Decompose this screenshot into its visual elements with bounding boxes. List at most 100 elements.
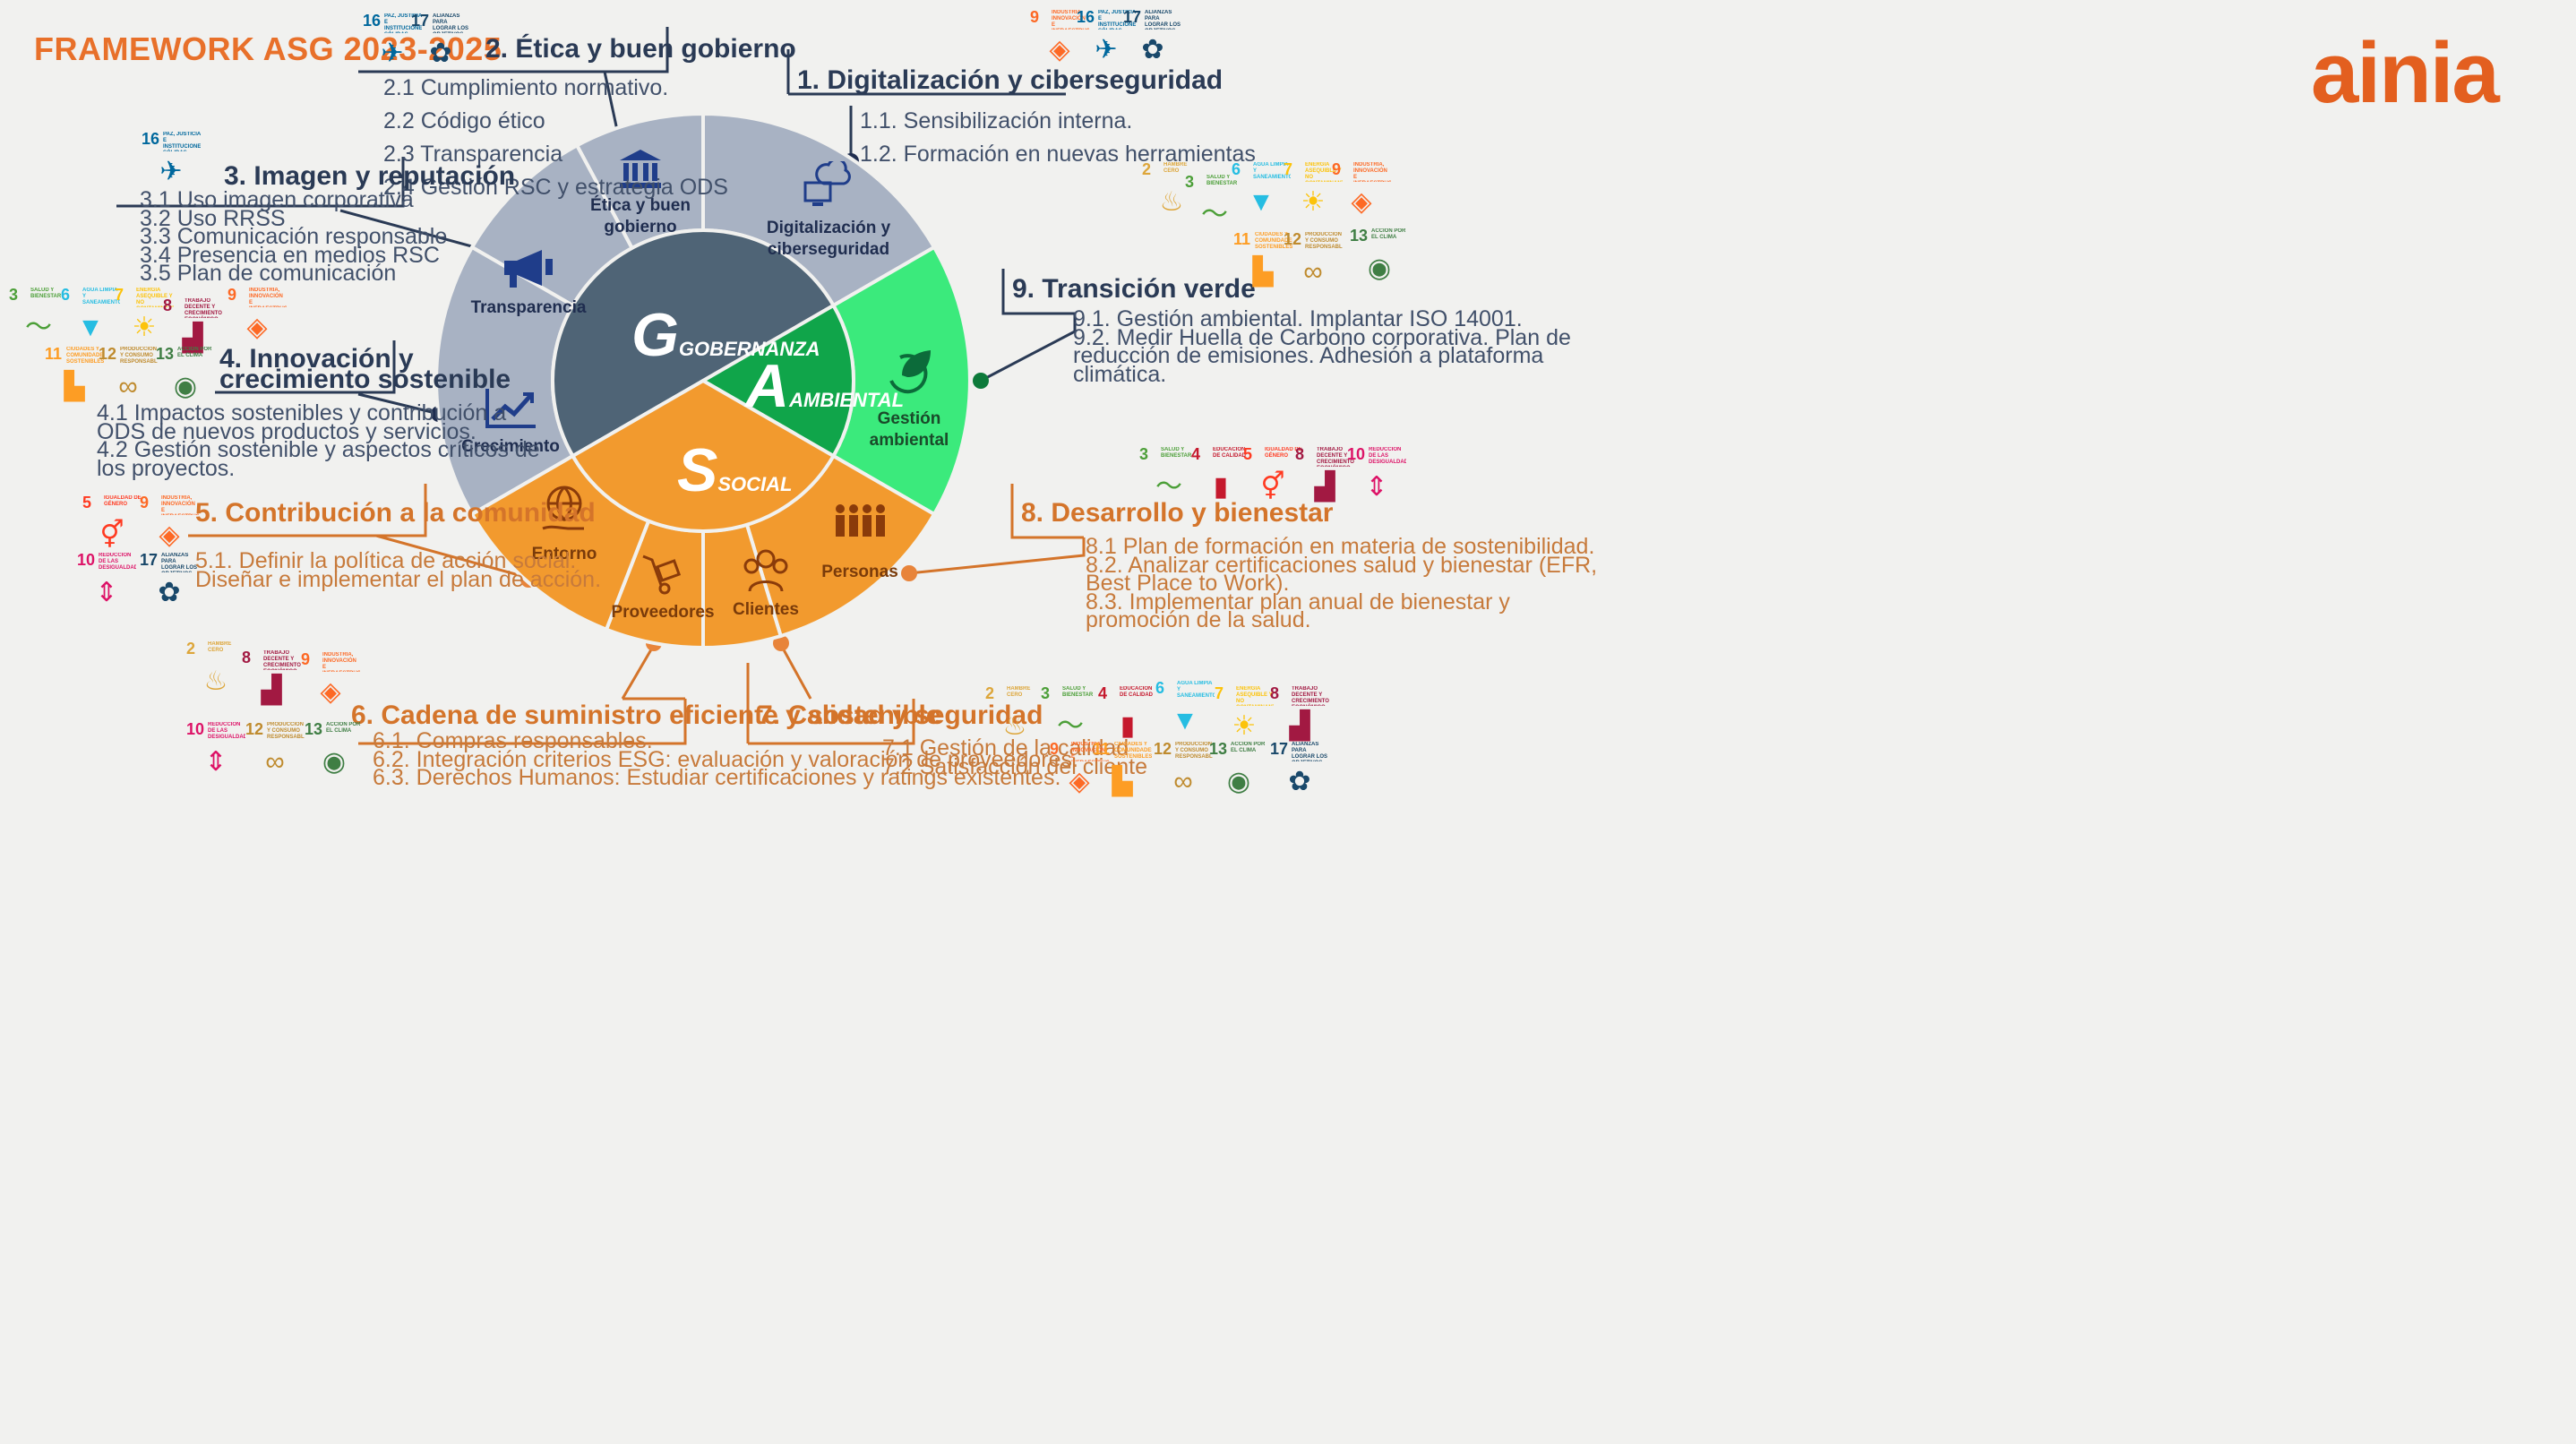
ainia-logo: ainia [2311,25,2500,121]
sdg-number: 6 [1232,160,1241,178]
sdg-number: 13 [305,720,323,738]
page-title: FRAMEWORK ASG 2023-2025 [34,30,502,67]
sdg-7-badge: 7 ENERGÍA ASEQUIBLE Y NO CONTAMINANTE ☀ [1215,685,1275,746]
sdg-number: 17 [1123,8,1142,26]
s6-title: 6. Cadena de suministro eficiente y sost… [351,701,941,730]
sdg-number: 8 [1270,684,1280,702]
sdg-label: HAMBRE CERO [208,641,232,653]
sdg-label: HAMBRE CERO [1163,162,1188,174]
gender-icon: ⚥ [1260,472,1285,502]
sdg-number: 3 [1139,445,1149,463]
infinity-icon: ∞ [265,747,285,777]
growth-chart-icon: ▟ [1314,472,1335,502]
sdg-number: 16 [363,12,382,30]
sdg-label: INDUSTRIA, INNOVACIÓN E INFRAESTRUCTURA [1052,10,1089,30]
sdg-label: CIUDADES Y COMUNIDADES SOSTENIBLES [66,347,104,365]
sdg-label: ENERGÍA ASEQUIBLE Y NO CONTAMINANTE [1236,686,1274,706]
growth-chart-icon: ▟ [261,675,282,705]
core-social [570,378,837,533]
sdg-number: 17 [411,12,430,30]
s1-items: 1.1. Sensibilización interna.1.2. Formac… [860,108,1256,167]
sdg-number: 3 [1041,684,1051,702]
water-icon: ▼ [77,313,104,342]
institution-icon [620,150,661,188]
bowl-icon: ♨ [203,666,228,696]
eye-earth-icon: ◉ [322,747,347,777]
sdg-label: TRABAJO DECENTE Y CRECIMIENTO ECONÓMICO [263,650,301,670]
sdg-number: 12 [245,720,264,738]
sdg-number: 7 [1215,684,1224,702]
city-icon: ▙ [1252,257,1274,287]
core-label-ambiental: AAMBIENTAL [745,352,905,420]
core-label-social: SSOCIAL [677,436,793,504]
s2-items: 2.1 Cumplimiento normativo.2.2 Código ét… [383,75,728,200]
sdg-number: 12 [1154,740,1172,758]
sdg-number: 7 [115,286,125,304]
sdg-label: INDUSTRIA, INNOVACIÓN E INFRAESTRUCTURA [1071,742,1109,761]
sdg-number: 8 [1295,445,1305,463]
sdg-label: SALUD Y BIENESTAR [1161,447,1192,459]
people-icon [836,504,885,537]
sdg-number: 2 [985,684,995,702]
bracket-s2 [358,27,669,73]
equality-icon: ⇕ [95,578,118,607]
sdg-number: 6 [61,286,71,304]
sdg-number: 17 [140,551,159,569]
cubes-icon: ◈ [1069,767,1090,796]
book-icon: ▮ [1213,472,1229,502]
sdg-label: INDUSTRIA, INNOVACIÓN E INFRAESTRUCTURA [322,652,360,672]
s1-title: 1. Digitalización y ciberseguridad [797,65,1224,95]
water-icon: ▼ [1172,706,1198,735]
eye-earth-icon: ◉ [173,372,198,401]
sdg-number: 17 [1270,740,1289,758]
sdg-label: EDUCACIÓN DE CALIDAD [1213,447,1246,459]
hand-truck-icon [642,554,682,595]
sdg-label: PAZ, JUSTICIA E INSTITUCIONES SÓLIDAS [1098,10,1136,30]
group-icon [743,549,788,592]
flower-icon: ✿ [1288,767,1311,796]
s5-items: 5.1. Definir la política de acción socia… [195,548,602,592]
sdg-label: ACCIÓN POR EL CLIMA [1371,228,1406,240]
sdg-number: 4 [1191,445,1201,463]
segment-label-entorno: Entorno [519,484,609,565]
flower-icon: ✿ [158,578,181,607]
segment-label-proveedores: Proveedores [609,551,717,623]
sun-icon: ☀ [1232,711,1257,741]
s8-title: 8. Desarrollo y bienestar [1021,498,1334,528]
sdg-label: EDUCACIÓN DE CALIDAD [1120,686,1153,698]
sdg-number: 6 [1155,679,1165,697]
sdg-number: 4 [1098,684,1108,702]
sdg-number: 7 [1284,160,1293,178]
leaf-recycle-icon [889,350,931,394]
segment-label-personas: Personas [811,502,909,583]
sdg-label: TRABAJO DECENTE Y CRECIMIENTO ECONÓMICO [185,298,222,318]
sdg-label: PRODUCCIÓN Y CONSUMO RESPONSABLES [1175,742,1213,760]
segment-label-clientes: Clientes [717,546,815,621]
core-ambiental [699,303,855,459]
sdg-label: SALUD Y BIENESTAR [1206,175,1238,186]
infinity-icon: ∞ [118,372,138,401]
infinity-icon: ∞ [1303,257,1323,287]
sdg-label: SALUD Y BIENESTAR [1062,686,1094,698]
